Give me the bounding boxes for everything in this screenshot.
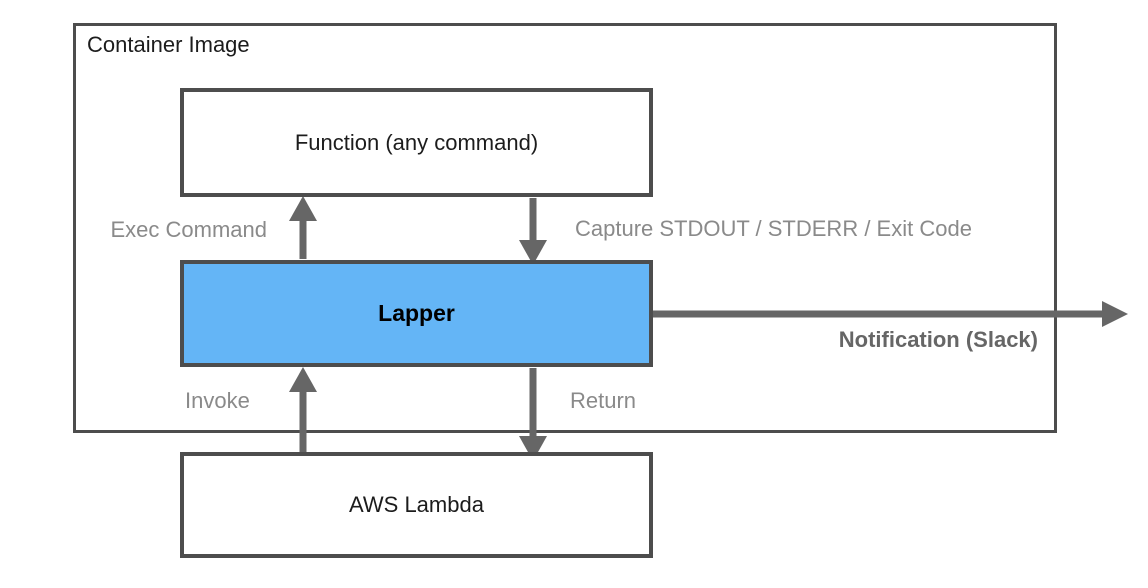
node-lapper: Lapper	[180, 260, 653, 367]
container-image-label: Container Image	[87, 32, 250, 57]
edge-label-exec-command: Exec Command	[110, 217, 267, 242]
edge-label-invoke: Invoke	[185, 388, 250, 413]
edge-label-notification-slack: Notification (Slack)	[838, 327, 1038, 352]
node-aws-lambda: AWS Lambda	[180, 452, 653, 558]
edge-label-capture-stdout: Capture STDOUT / STDERR / Exit Code	[575, 216, 972, 241]
node-function: Function (any command)	[180, 88, 653, 197]
container-image-box	[73, 23, 1057, 433]
edge-label-return: Return	[570, 388, 637, 413]
